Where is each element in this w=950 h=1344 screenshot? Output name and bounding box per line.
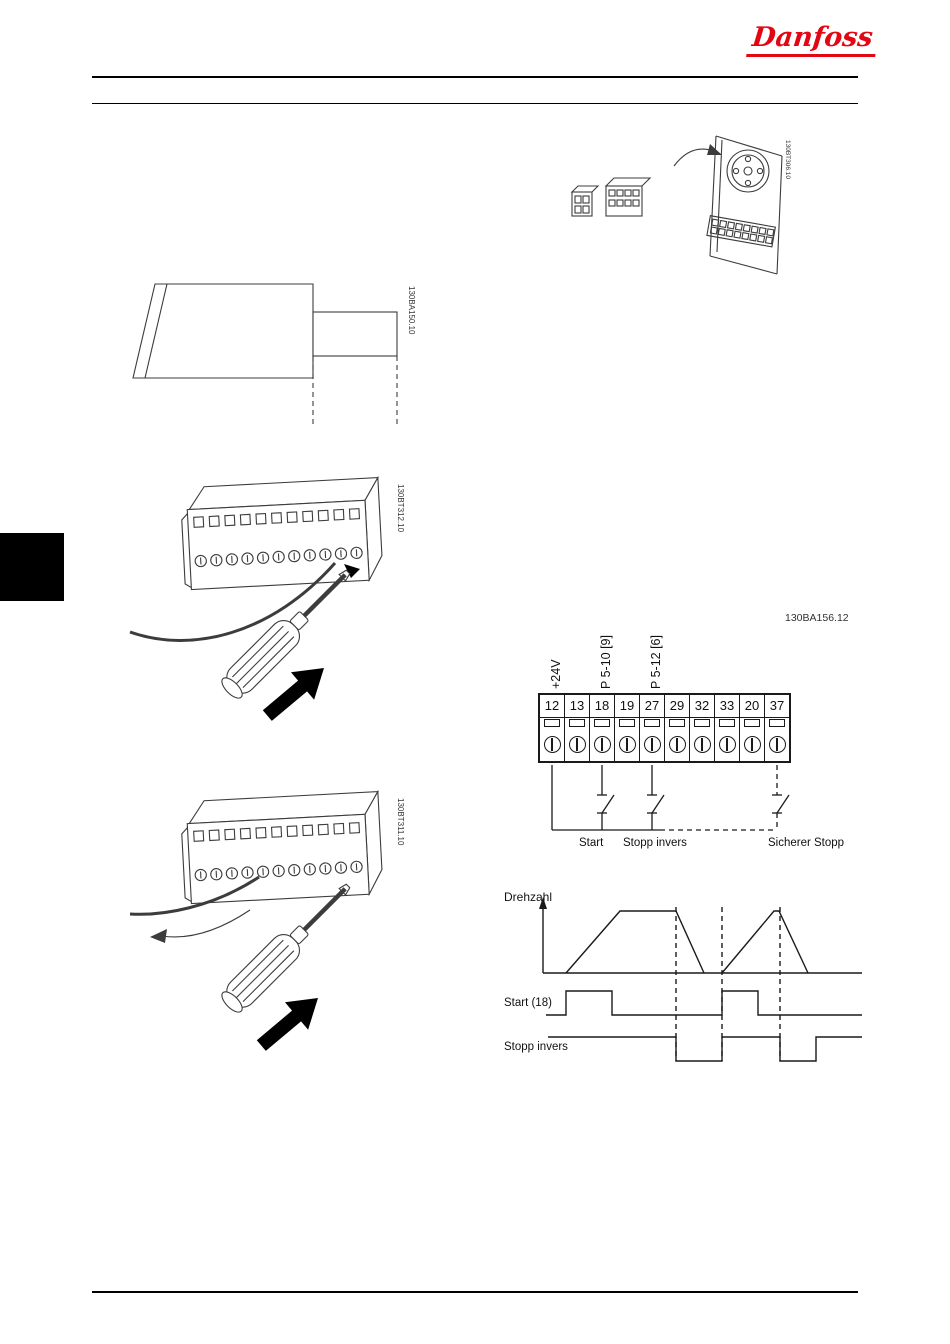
terminal-clamp — [744, 719, 760, 727]
terminal-number: 19 — [615, 695, 639, 718]
header-rule-top — [92, 76, 858, 78]
terminal-screw — [543, 735, 561, 753]
stopp-invers-trace — [548, 1036, 862, 1062]
terminal-cell: 29 — [665, 695, 690, 761]
figure-wiring-diagram: 130BA156.12 +24V P 5-10 [9] P 5-12 [6] — [535, 605, 880, 857]
terminal-cell: 33 — [715, 695, 740, 761]
terminal-clamp — [569, 719, 585, 727]
terminal-cell: 18 — [590, 695, 615, 761]
terminal-number: 33 — [715, 695, 739, 718]
figure-insert-wire: 130BT312.10 — [129, 472, 405, 730]
terminal-number: 29 — [665, 695, 689, 718]
terminal-12-label: +24V — [549, 659, 563, 689]
terminal-screw — [768, 735, 786, 753]
terminal-cell: 37 — [765, 695, 789, 761]
terminal-clamp — [644, 719, 660, 727]
push-arrow — [249, 984, 330, 1060]
start-switch-label: Start — [579, 837, 604, 849]
speed-curve-2 — [721, 910, 809, 974]
terminal-clamp — [769, 719, 785, 727]
terminal-number: 20 — [740, 695, 764, 718]
danfoss-logo-text: Danfoss — [746, 22, 879, 57]
terminal-strip: 12 13 18 19 27 — [538, 693, 791, 763]
figure-part-number: 130BT311.10 — [396, 798, 405, 846]
figure-timing-diagram: Drehzahl Start (18) Stopp invers — [504, 890, 862, 1062]
terminal-number: 12 — [540, 695, 564, 718]
terminal-cell: 13 — [565, 695, 590, 761]
loose-connector-small — [570, 185, 600, 217]
terminal-screw — [643, 735, 661, 753]
terminal-clamp — [619, 719, 635, 727]
figure-part-number: 130BA150.10 — [407, 286, 416, 335]
stopp-invers-trace-label: Stopp invers — [504, 1041, 568, 1053]
terminal-screw — [593, 735, 611, 753]
insert-point-arrow — [344, 564, 360, 578]
terminal-cell: 20 — [740, 695, 765, 761]
terminal-number: 18 — [590, 695, 614, 718]
terminal-27-label: P 5-12 [6] — [649, 635, 663, 689]
figure-cable-strip: 130BA150.10 — [132, 283, 416, 424]
terminal-screw — [693, 735, 711, 753]
terminal-screw — [668, 735, 686, 753]
terminal-cell: 19 — [615, 695, 640, 761]
terminal-clamp — [694, 719, 710, 727]
wiring-art: 130BA156.12 +24V P 5-10 [9] P 5-12 [6] — [549, 612, 849, 849]
terminal-screw — [568, 735, 586, 753]
section-tab-marker — [0, 533, 64, 601]
footer-rule — [92, 1291, 858, 1293]
terminal-number: 32 — [690, 695, 714, 718]
loose-connector-medium — [604, 177, 652, 217]
speed-axis-label: Drehzahl — [504, 890, 552, 904]
header-rule-bottom — [92, 103, 858, 104]
figure-part-number: 130BT306.10 — [784, 140, 791, 179]
stopp-invers-switch-label: Stopp invers — [623, 837, 687, 849]
terminal-clamp — [719, 719, 735, 727]
speed-curve-1 — [565, 910, 705, 974]
start-trace — [546, 990, 862, 1016]
terminal-screw — [743, 735, 761, 753]
figure-control-board-connectors: 130BT306.10 — [570, 135, 791, 275]
terminal-cell: 32 — [690, 695, 715, 761]
terminal-clamp — [669, 719, 685, 727]
terminal-clamp — [544, 719, 560, 727]
figure-part-number: 130BT312.10 — [396, 484, 405, 533]
terminal-number: 27 — [640, 695, 664, 718]
wire — [129, 562, 337, 642]
terminal-screw — [618, 735, 636, 753]
terminal-clamp — [594, 719, 610, 727]
start-trace-label: Start (18) — [504, 997, 552, 1009]
terminal-number: 37 — [765, 695, 789, 718]
pull-direction-arrow — [161, 909, 251, 938]
terminal-cell: 27 — [640, 695, 665, 761]
terminal-number: 13 — [565, 695, 589, 718]
wire — [129, 875, 260, 916]
terminal-screw — [718, 735, 736, 753]
sicherer-stopp-switch-label: Sicherer Stopp — [768, 837, 844, 849]
danfoss-logo: Danfoss — [746, 22, 879, 64]
terminal-cell: 12 — [540, 695, 565, 761]
figure-remove-wire: 130BT311.10 — [129, 788, 405, 1060]
figure-part-number: 130BA156.12 — [785, 612, 849, 624]
terminal-18-label: P 5-10 [9] — [599, 635, 613, 689]
